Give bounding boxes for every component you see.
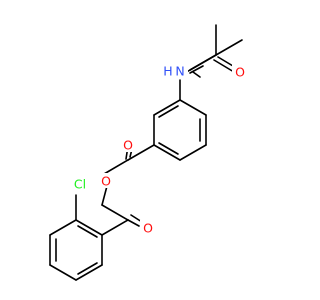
atom-label-o: O [143, 221, 153, 236]
bond [101, 204, 129, 221]
bond [179, 144, 207, 161]
atom-label-o: O [123, 138, 133, 153]
bond [75, 264, 103, 281]
bond [127, 144, 155, 161]
bond-layer [49, 24, 243, 281]
atom-label-h: H [163, 64, 172, 79]
bond [189, 65, 204, 74]
atom-label-o: O [235, 65, 245, 80]
bond [49, 219, 77, 236]
bond [75, 219, 103, 236]
bond [189, 54, 217, 71]
bond [153, 99, 181, 116]
bond [158, 105, 179, 118]
molecule-structure-diagram: N H O O O O Cl [49, 24, 247, 281]
bond [158, 142, 179, 155]
atom-layer: N H O O O O Cl [68, 64, 247, 236]
bond [213, 59, 235, 73]
bond [77, 262, 98, 275]
bond [192, 71, 201, 78]
bond [215, 39, 243, 56]
bond [153, 144, 181, 161]
bond [103, 159, 129, 175]
bond [179, 99, 207, 116]
bond [49, 264, 77, 281]
bond [77, 225, 98, 238]
atom-label-o: O [101, 174, 111, 189]
atom-label-n: N [175, 64, 184, 79]
bond [101, 219, 129, 236]
bond [127, 219, 140, 227]
bond [101, 185, 108, 206]
atom-label-cl: Cl [74, 177, 86, 192]
